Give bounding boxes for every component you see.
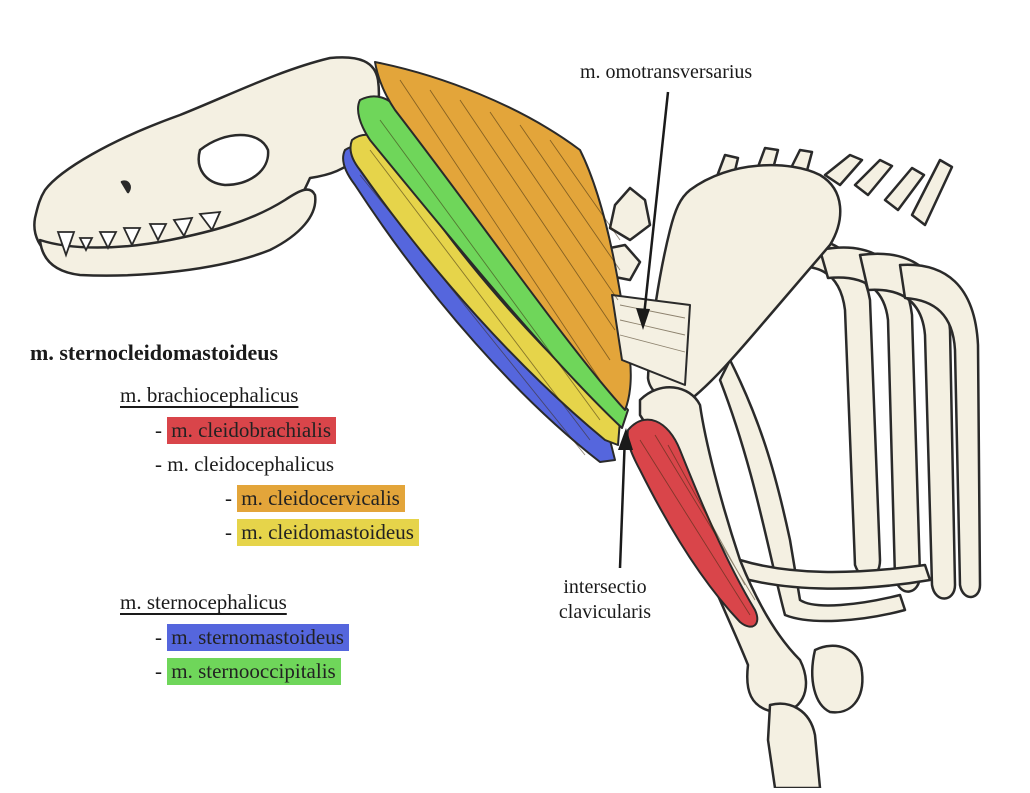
dash: - xyxy=(155,418,162,442)
omotransversarius-label: m. omotransversarius xyxy=(580,61,753,83)
cleidobrachialis-entry: - m. cleidobrachialis xyxy=(155,417,337,444)
dash: - xyxy=(155,625,162,649)
cleidocephalicus-label: m. cleidocephalicus xyxy=(167,452,335,476)
sternooccipitalis-label: m. sternooccipitalis xyxy=(167,658,341,685)
cleidocephalicus-entry: - m. cleidocephalicus xyxy=(155,452,334,477)
nostril xyxy=(120,180,131,194)
legend-title: m. sternocleidomastoideus xyxy=(30,340,279,365)
omotransversarius-arrowhead xyxy=(636,308,650,330)
ribcage xyxy=(718,235,982,623)
dash: - xyxy=(225,520,232,544)
intersectio-leader xyxy=(618,434,627,569)
intersectio-arrowhead xyxy=(618,428,633,450)
cleidocervicalis-muscle xyxy=(374,61,632,411)
cleidomastoideus-entry: - m. cleidomastoideus xyxy=(225,519,419,546)
mandible xyxy=(38,188,317,277)
ulna xyxy=(811,644,864,714)
omotransversarius-leader xyxy=(641,91,670,326)
scapula xyxy=(646,163,842,403)
muscle-fibers xyxy=(359,79,756,616)
cleidocervicalis-entry: - m. cleidocervicalis xyxy=(225,485,405,512)
cleidomastoideus-label: m. cleidomastoideus xyxy=(237,519,419,546)
intersectio-line1: intersectio xyxy=(563,576,647,598)
intersectio-clavicularis-label: intersectio clavicularis xyxy=(535,575,675,625)
sternomastoideus-label: m. sternomastoideus xyxy=(167,624,349,651)
cleidobrachialis-label: m. cleidobrachialis xyxy=(167,417,337,444)
sternocephalicus-label: m. sternocephalicus xyxy=(120,590,287,614)
forearm xyxy=(766,702,822,790)
orbit xyxy=(197,133,270,187)
omotransversarius-muscle xyxy=(611,294,691,386)
dash: - xyxy=(155,659,162,683)
dash: - xyxy=(225,486,232,510)
sternomastoideus-entry: - m. sternomastoideus xyxy=(155,624,349,651)
brachiocephalicus-label: m. brachiocephalicus xyxy=(120,383,299,407)
dash: - xyxy=(155,452,162,476)
cleidocervicalis-label: m. cleidocervicalis xyxy=(237,485,405,512)
intersectio-line2: clavicularis xyxy=(558,601,652,623)
sternooccipitalis-entry: - m. sternooccipitalis xyxy=(155,658,341,685)
teeth xyxy=(56,210,222,258)
